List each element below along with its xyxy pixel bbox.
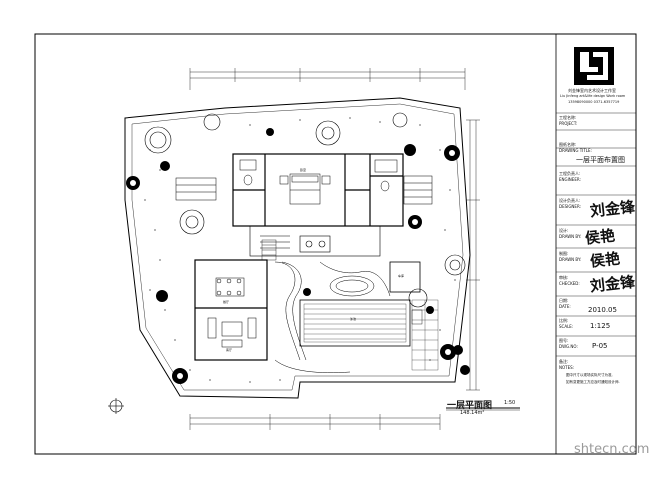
drawing-no-label: 图号:	[559, 338, 569, 343]
terrace	[249, 225, 381, 257]
site-boundary	[124, 97, 471, 399]
drawing-name-value: 一层平面布置图	[576, 156, 625, 164]
scale-label: 比例:	[559, 318, 569, 323]
company-name-cn: 刘金锋室内艺术设计工作室	[568, 88, 616, 93]
check-label: 审核:	[559, 275, 569, 280]
site-inner-boundary	[131, 103, 464, 391]
draft-en: DRAWN BY:	[559, 257, 582, 262]
designer-en: DESIGNER:	[559, 204, 581, 209]
note-line-1: 图中尺寸以现场实际尺寸为准,	[566, 373, 613, 377]
trees	[144, 112, 466, 308]
company-phone: 13598090000 0371-6357719	[568, 100, 620, 104]
project-name-en: PROJECT:	[559, 121, 578, 126]
plan-area: 148.14m²	[460, 410, 485, 416]
scale-en: SCALE:	[559, 324, 574, 329]
drawing-name-label: 图纸名称:	[559, 142, 577, 147]
drawing-name-en: DRAWING TITLE:	[559, 148, 592, 153]
room-label-bedroom: 卧室	[300, 168, 307, 172]
living-dining-furniture	[207, 277, 257, 348]
building-walls-upper	[232, 153, 404, 227]
date-en: DATE:	[559, 304, 571, 309]
company-name-en: Liu Jinfeng art&life design Work room	[560, 94, 626, 98]
scale-value: 1:125	[590, 322, 611, 330]
drawing-no-value: P-05	[592, 342, 608, 350]
date-value: 2010.05	[588, 306, 617, 314]
note-line-2: 如有变更施工方应及时通知设计师.	[566, 380, 620, 384]
watermark: shtecn.com	[574, 442, 650, 457]
notes-en: NOTES:	[559, 365, 574, 370]
project-lead-en: ENGINEER:	[559, 177, 581, 182]
drawn-label: 设计:	[559, 228, 569, 233]
north-arrow-icon	[108, 398, 124, 414]
pool-deck-paving	[411, 299, 439, 371]
swimming-pool	[299, 299, 411, 347]
entry-stairs	[261, 239, 423, 325]
lawn-texture	[144, 117, 456, 383]
sheet-border	[34, 33, 637, 455]
plan-title: 一层平面图	[447, 401, 493, 411]
company-logo	[574, 47, 614, 85]
garage	[389, 261, 421, 293]
side-decks	[175, 175, 433, 205]
building-walls-lower	[194, 259, 268, 361]
check-en: CHECKED:	[559, 281, 580, 286]
check-signature: 刘金锋	[589, 272, 636, 296]
designer-signature: 刘金锋	[589, 197, 636, 221]
bedroom-furniture	[279, 173, 331, 205]
notes-label: 备注:	[559, 359, 569, 364]
draft-signature: 侯艳	[589, 249, 621, 271]
flowering-shrubs	[126, 128, 470, 384]
plan-scale: 1:50	[504, 400, 516, 406]
project-name-label: 工程名称:	[559, 115, 577, 120]
bathroom-fixtures	[239, 159, 398, 192]
date-label: 日期:	[559, 298, 569, 303]
room-label-garage: 车库	[398, 274, 405, 278]
garden-paths	[274, 261, 391, 373]
room-label-pool: 泳池	[350, 317, 357, 321]
drawn-en: DRAWN BY:	[559, 234, 582, 239]
title-block-lines	[556, 112, 636, 357]
drawing-no-en: DWG.NO:	[559, 344, 578, 349]
room-label-living: 客厅	[226, 348, 233, 352]
designer-label: 设计负责人:	[559, 198, 581, 203]
dimension-lines	[189, 68, 480, 430]
room-label-dining: 餐厅	[223, 300, 230, 304]
draft-label: 制图:	[559, 251, 569, 256]
drawn-signature: 侯艳	[584, 226, 616, 248]
project-lead-label: 工程负责人:	[559, 171, 581, 176]
